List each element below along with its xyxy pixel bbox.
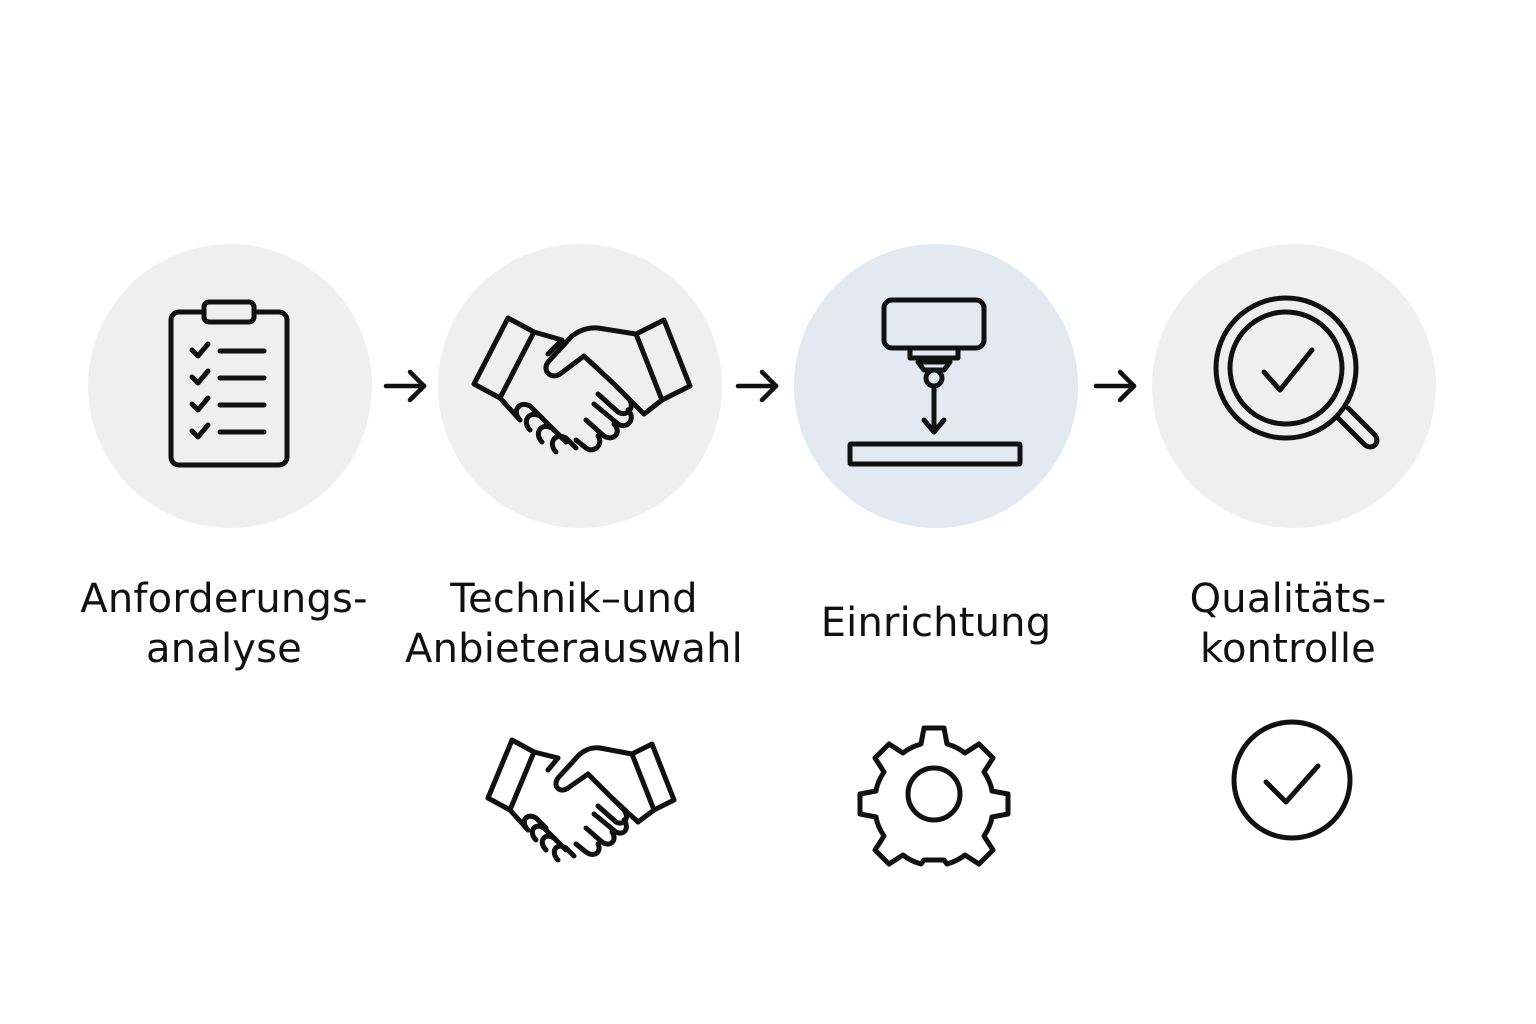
handshake-icon [485,737,677,863]
step-label-setup: Einrichtung [820,600,1052,646]
step-circle-vendor-selection [438,244,722,528]
check-circle-icon [1231,719,1353,841]
gear-icon [857,725,1011,867]
arrow-right-icon [1093,369,1137,403]
laser-machine-icon [847,297,1023,467]
sub-icon-quality-control [1192,702,1392,862]
clipboard-checklist-icon [168,299,290,468]
step-circle-quality-control [1152,244,1436,528]
magnifier-check-icon [1213,295,1380,450]
step-label-quality-control: Qualitäts- kontrolle [1189,576,1387,672]
step-circle-setup [794,244,1078,528]
step-label-vendor-selection: Technik–und Anbieterauswahl [405,576,743,672]
handshake-icon [471,315,693,455]
sub-icon-setup [834,714,1034,874]
step-circle-requirements [88,244,372,528]
arrow-right-icon [735,369,779,403]
sub-icon-vendor-selection [482,718,682,878]
arrow-right-icon [383,369,427,403]
step-label-requirements: Anforderungs- analyse [80,576,368,672]
